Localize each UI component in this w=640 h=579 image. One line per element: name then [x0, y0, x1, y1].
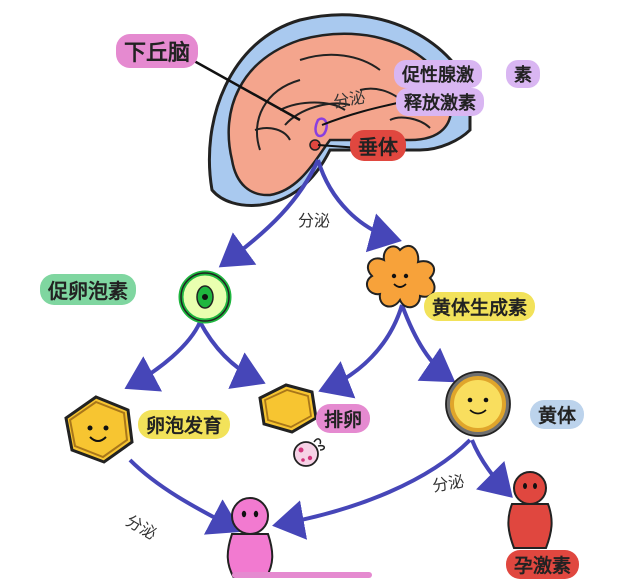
round-cell-icon — [445, 371, 511, 437]
gnrh-label-line1: 促性腺激 — [394, 60, 482, 88]
pink-bar-fragment — [232, 572, 372, 578]
star-cell-icon — [365, 244, 436, 309]
gnrh-release-label: 释放激素 — [396, 88, 484, 116]
progesterone-label: 孕激素 — [506, 550, 580, 579]
hexagon-icon — [258, 383, 318, 434]
red-figure-icon — [507, 471, 553, 549]
fsh-label: 促卵泡素 — [40, 274, 136, 305]
egg-cell-icon — [178, 270, 232, 324]
gnrh-label-line2: 素 — [506, 60, 540, 88]
hexagon-face-icon — [64, 395, 134, 464]
ovulation-label: 排卵 — [316, 404, 371, 433]
secrete-label-mid: 分泌 — [298, 211, 331, 230]
sperm-like-icon — [293, 438, 325, 467]
hypothalamus-label: 下丘脑 — [116, 34, 199, 68]
lh-label: 黄体生成素 — [424, 292, 536, 321]
follicle-development-label: 卵泡发育 — [138, 410, 231, 439]
pink-figure-icon — [226, 497, 274, 578]
corpus-luteum-label: 黄体 — [530, 400, 585, 429]
pituitary-label: 垂体 — [350, 130, 406, 161]
